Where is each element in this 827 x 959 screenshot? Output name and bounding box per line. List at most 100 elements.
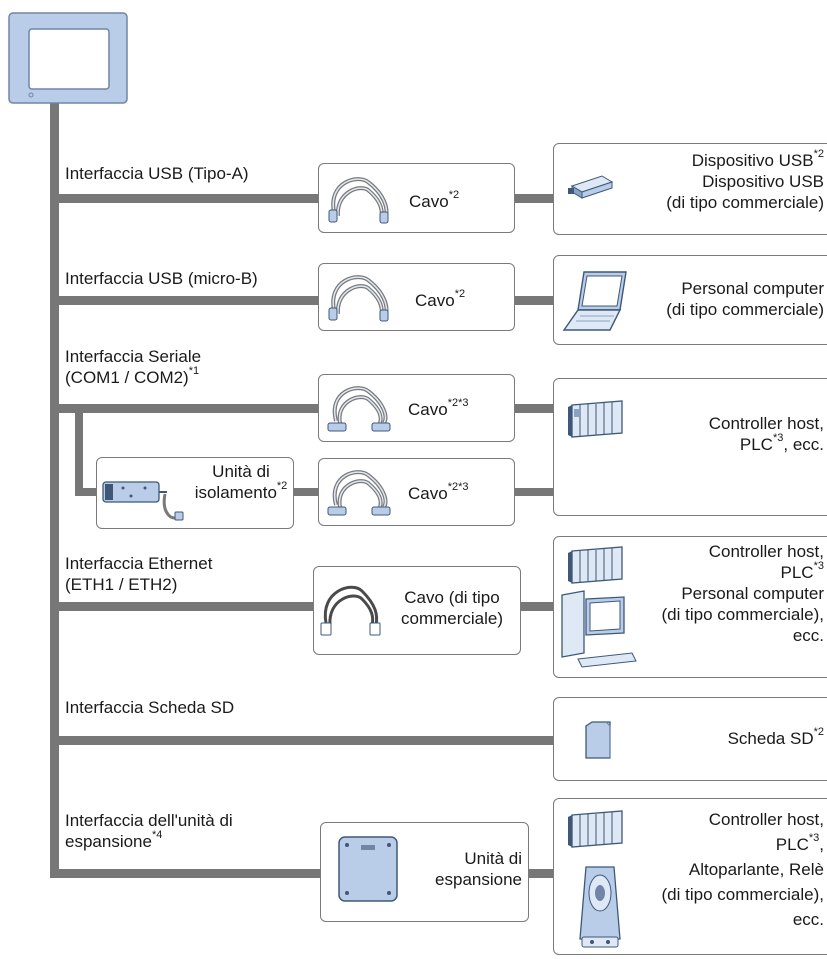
expansion-unit-line2: espansione bbox=[435, 870, 522, 889]
expansion-device-line4: (di tipo commerciale), bbox=[661, 885, 825, 904]
ethernet-cable-label: Cavo (di tipo commerciale) bbox=[386, 587, 518, 629]
expansion-unit-icon bbox=[338, 836, 398, 902]
usb-micro-line bbox=[50, 296, 320, 305]
plc-icon bbox=[568, 400, 623, 438]
usb-a-cable-footnote: *2 bbox=[448, 189, 460, 202]
expansion-device-line1: Controller host, bbox=[708, 810, 824, 829]
usb-a-cable-label: Cavo*2 bbox=[409, 189, 460, 212]
ethernet-line-2 bbox=[520, 602, 556, 611]
usb-a-cable-box: Cavo*2 bbox=[318, 163, 515, 233]
expansion-footnote: *4 bbox=[151, 829, 163, 842]
expansion-device-footnote: *3 bbox=[808, 832, 820, 845]
serial-line bbox=[50, 404, 320, 413]
ethernet-cable-box: Cavo (di tipo commerciale) bbox=[313, 566, 521, 655]
usb-a-line bbox=[50, 194, 320, 203]
isolation-unit-label: Unità di isolamento*2 bbox=[189, 461, 293, 503]
hmi-panel-icon bbox=[8, 12, 128, 104]
usb-a-interface-label: Interfaccia USB (Tipo-A) bbox=[65, 164, 249, 183]
ethernet-device-footnote: *3 bbox=[813, 560, 824, 573]
expansion-unit-label: Unità di espansione bbox=[435, 848, 522, 890]
expansion-interface-label: Interfaccia dell'unità di espansione*4 bbox=[65, 810, 233, 852]
serial-branch-vertical bbox=[75, 404, 83, 496]
cable-icon bbox=[328, 275, 389, 322]
usb-micro-cable-box: Cavo*2 bbox=[318, 263, 515, 331]
serial-device-box: Controller host, PLC*3, ecc. bbox=[553, 378, 827, 516]
isolation-cable-footnote: *2*3 bbox=[447, 481, 469, 494]
ethernet-cable-icon bbox=[320, 585, 381, 636]
pc-device-label: Personal computer (di tipo commerciale) bbox=[666, 278, 824, 320]
serial-label-line2: (COM1 / COM2) bbox=[65, 368, 189, 387]
expansion-device-line3: Altoparlante, Relè bbox=[688, 860, 824, 879]
ethernet-device-line2: PLC bbox=[780, 563, 814, 582]
usb-stick-icon bbox=[568, 175, 614, 199]
serial-cable-label: Cavo*2*3 bbox=[408, 397, 469, 420]
ethernet-device-line5: ecc. bbox=[792, 626, 824, 645]
expansion-label-line2: espansione bbox=[65, 832, 152, 851]
expansion-device-line5: ecc. bbox=[792, 910, 824, 929]
serial-device-line2: PLC bbox=[739, 435, 773, 454]
laptop-icon bbox=[562, 271, 627, 331]
isolation-cable-text: Cavo bbox=[408, 484, 448, 503]
isolation-label-line2: isolamento bbox=[194, 483, 277, 502]
usb-device-line3: (di tipo commerciale) bbox=[666, 193, 824, 212]
isolation-footnote: *2 bbox=[276, 480, 288, 493]
ethernet-device-label: Controller host, PLC*3 Personal computer… bbox=[662, 541, 825, 646]
isolation-label-line1: Unità di bbox=[212, 462, 270, 481]
expansion-line-2 bbox=[528, 869, 556, 878]
ethernet-device-line1: Controller host, bbox=[708, 542, 824, 561]
usb-micro-cable-text: Cavo bbox=[415, 291, 455, 310]
isolation-cable-box: Cavo*2*3 bbox=[318, 458, 515, 526]
expansion-line bbox=[50, 869, 320, 878]
sd-interface-label: Interfaccia Scheda SD bbox=[65, 698, 235, 717]
sd-card-icon bbox=[585, 721, 611, 759]
expansion-device-box: Controller host, PLC*3, Altoparlante, Re… bbox=[553, 798, 827, 955]
pc-device-box: Personal computer (di tipo commerciale) bbox=[553, 255, 827, 345]
serial-cable-text: Cavo bbox=[408, 400, 448, 419]
cable-icon bbox=[327, 386, 391, 432]
expansion-device-label: Controller host, PLC*3, Altoparlante, Re… bbox=[662, 807, 825, 932]
serial-footnote: *1 bbox=[188, 365, 200, 378]
sd-device-footnote: *2 bbox=[813, 726, 824, 739]
ethernet-cable-line1: Cavo (di tipo bbox=[404, 588, 500, 607]
ethernet-label-line1: Interfaccia Ethernet bbox=[65, 554, 213, 573]
usb-device-footnote: *2 bbox=[813, 148, 824, 161]
serial-device-footnote: *3 bbox=[772, 432, 784, 445]
usb-micro-cable-footnote: *2 bbox=[454, 288, 466, 301]
isolation-to-cable-line bbox=[293, 488, 320, 496]
cable-icon bbox=[327, 470, 391, 516]
serial-device-line1: Controller host, bbox=[708, 414, 824, 433]
isolation-cable-label: Cavo*2*3 bbox=[408, 481, 469, 504]
expansion-label-line1: Interfaccia dell'unità di bbox=[65, 811, 233, 830]
serial-device-label: Controller host, PLC*3, ecc. bbox=[709, 413, 824, 455]
expansion-unit-box: Unità di espansione bbox=[320, 822, 529, 922]
serial-cable-footnote: *2*3 bbox=[447, 397, 469, 410]
pc-device-line1: Personal computer bbox=[681, 279, 824, 298]
ethernet-interface-label: Interfaccia Ethernet (ETH1 / ETH2) bbox=[65, 553, 212, 595]
sd-device-line1: Scheda SD bbox=[727, 729, 814, 748]
usb-device-label: Dispositivo USB*2 Dispositivo USB (di ti… bbox=[666, 148, 824, 213]
plc-icon bbox=[568, 810, 623, 848]
serial-branch-horizontal bbox=[75, 488, 98, 496]
sd-device-box: Scheda SD*2 bbox=[553, 697, 827, 781]
expansion-device-line2-end: , bbox=[819, 835, 824, 854]
sd-line bbox=[50, 736, 556, 745]
usb-micro-interface-label: Interfaccia USB (micro-B) bbox=[65, 269, 258, 288]
usb-device-line2: Dispositivo USB bbox=[702, 172, 824, 191]
ethernet-device-box: Controller host, PLC*3 Personal computer… bbox=[553, 536, 827, 678]
expansion-device-line2: PLC bbox=[775, 835, 809, 854]
isolation-unit-icon bbox=[102, 481, 184, 521]
usb-micro-cable-label: Cavo*2 bbox=[415, 288, 466, 311]
ethernet-label-line2: (ETH1 / ETH2) bbox=[65, 575, 178, 594]
plc-icon bbox=[568, 546, 623, 584]
expansion-unit-line1: Unità di bbox=[464, 849, 522, 868]
serial-line-2 bbox=[514, 404, 556, 413]
sd-device-label: Scheda SD*2 bbox=[727, 726, 824, 749]
serial-interface-label: Interfaccia Seriale (COM1 / COM2)*1 bbox=[65, 346, 201, 388]
desktop-pc-icon bbox=[561, 590, 637, 668]
usb-a-cable-text: Cavo bbox=[409, 192, 449, 211]
ethernet-device-line3: Personal computer bbox=[681, 584, 824, 603]
usb-device-box: Dispositivo USB*2 Dispositivo USB (di ti… bbox=[553, 143, 827, 235]
serial-cable-box: Cavo*2*3 bbox=[318, 374, 515, 442]
ethernet-line bbox=[50, 602, 315, 611]
